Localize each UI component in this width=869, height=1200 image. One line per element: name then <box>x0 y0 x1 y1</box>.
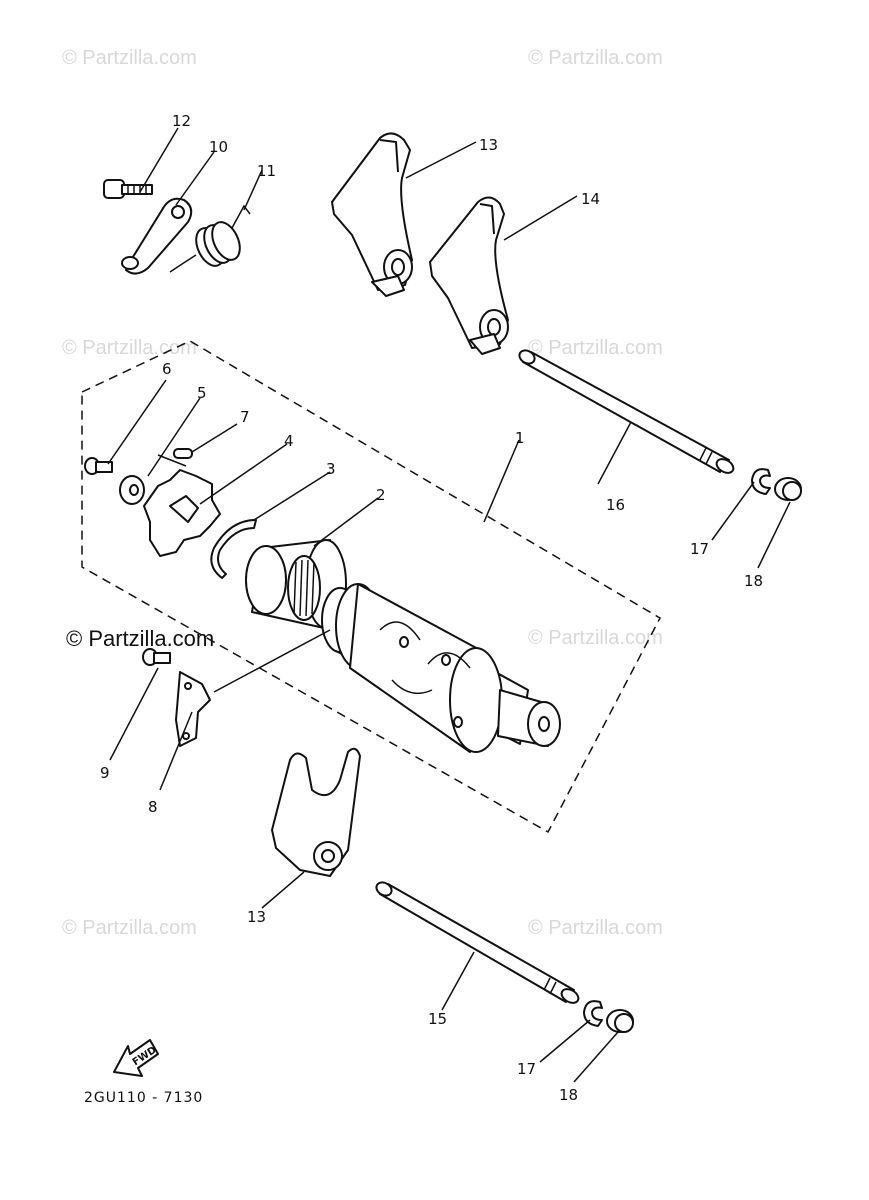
shift-fork-part-13-bottom <box>271 747 361 877</box>
shift-fork-part-13-top <box>331 132 413 297</box>
cap-part-18-top <box>774 477 802 501</box>
callout-8: 8 <box>148 798 158 816</box>
callout-13-top: 13 <box>479 136 498 154</box>
watermark-mid-left: © Partzilla.com <box>62 337 197 359</box>
stopper-lever-part-10 <box>121 197 193 275</box>
watermark-main: © Partzilla.com <box>66 626 214 651</box>
watermark-top-right: © Partzilla.com <box>528 47 663 69</box>
leader-lines <box>107 127 791 1083</box>
callout-3: 3 <box>326 460 336 478</box>
callout-9: 9 <box>100 764 110 782</box>
assembly-boundary <box>81 340 661 834</box>
callout-10: 10 <box>209 138 228 156</box>
spring-part-11 <box>169 204 251 273</box>
watermark-center-right: © Partzilla.com <box>528 627 663 649</box>
screw-part-9 <box>142 648 171 666</box>
watermark-bottom-left: © Partzilla.com <box>62 917 197 939</box>
circlip-part-17-top <box>751 468 771 495</box>
circlip-part-17-bottom <box>583 1000 603 1027</box>
bolt-part-12 <box>103 179 153 199</box>
watermark-top-left: © Partzilla.com <box>62 47 197 69</box>
callout-14: 14 <box>581 190 600 208</box>
callout-4: 4 <box>284 432 294 450</box>
callouts: 1 2 3 4 5 6 7 8 9 10 11 12 13 13 14 15 1… <box>100 112 763 1104</box>
callout-18-top: 18 <box>744 572 763 590</box>
plate-part-8 <box>175 671 211 747</box>
watermark-mid-right: © Partzilla.com <box>528 337 663 359</box>
callout-15: 15 <box>428 1010 447 1028</box>
callout-12: 12 <box>172 112 191 130</box>
callout-11: 11 <box>257 162 276 180</box>
callout-18-bottom: 18 <box>559 1086 578 1104</box>
diagram-code: 2GU110 - 7130 <box>84 1090 203 1106</box>
callout-2: 2 <box>376 486 386 504</box>
callout-13-bottom: 13 <box>247 908 266 926</box>
callout-17-bottom: 17 <box>517 1060 536 1078</box>
guide-bar-part-16 <box>518 349 735 474</box>
screw-part-6 <box>84 457 113 475</box>
forward-arrow-icon: FWD <box>113 1039 159 1077</box>
callout-5: 5 <box>197 384 207 402</box>
washer-part-5 <box>119 475 145 505</box>
segment-part-4 <box>143 469 221 557</box>
callout-17-top: 17 <box>690 540 709 558</box>
cap-part-18-bottom <box>606 1009 634 1033</box>
guide-bar-part-15 <box>375 881 580 1004</box>
dowel-pin-part-7 <box>173 448 193 459</box>
callout-1: 1 <box>515 429 525 447</box>
watermarks: © Partzilla.com © Partzilla.com © Partzi… <box>62 47 663 939</box>
watermark-bottom-right: © Partzilla.com <box>528 917 663 939</box>
callout-16: 16 <box>606 496 625 514</box>
shift-fork-part-14 <box>429 196 509 355</box>
ring-part-3 <box>210 519 257 579</box>
shift-drum <box>321 583 561 753</box>
callout-6: 6 <box>162 360 172 378</box>
callout-7: 7 <box>240 408 250 426</box>
